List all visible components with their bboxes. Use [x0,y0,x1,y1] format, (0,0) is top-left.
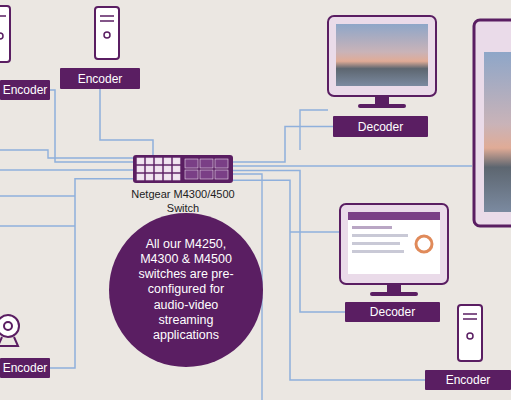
switch-ports [133,155,233,183]
webcam-body [0,315,19,337]
switch-port [164,158,171,164]
switch-port [155,174,162,180]
box-label: Decoder [370,305,415,319]
decoder-box: Decoder [333,116,428,137]
switch-caption: Netgear M4300/4500 Switch [121,188,245,216]
tower-case [95,7,119,59]
monitor-screen [336,24,428,86]
dashboard-gauge [416,236,432,252]
box-label: Encoder [78,72,123,86]
switch-port [137,174,144,180]
tower-slot [0,15,6,17]
switch-port [137,166,144,172]
info-text: All our M4250, M4300 & M4500 switches ar… [129,237,243,344]
box-label: Decoder [358,120,403,134]
monitor [340,204,448,296]
dashboard-line [352,234,408,237]
monitor [328,16,436,108]
switch-port [155,166,162,172]
webcam-lens [4,322,12,330]
computer-tower [458,305,482,361]
tower-button [104,32,110,38]
tower-button [0,33,3,39]
switch-port [137,158,144,164]
computer-tower [0,6,10,62]
tower-case [458,305,482,361]
network-cable [100,89,153,155]
dashboard-line [352,226,392,229]
encoder-box: Encoder [60,68,140,89]
tower-button [467,333,473,339]
wire [0,169,133,170]
monitor-neck [387,284,401,293]
tower-slot [100,15,114,17]
box-label: Encoder [446,373,491,387]
monitor-screen [348,212,440,274]
dashboard-line [352,242,400,245]
switch-port [215,170,228,179]
switch-port [164,166,171,172]
switch-port [146,166,153,172]
switch-port [185,159,198,168]
display-screen [484,52,511,212]
encoder-box: Encoder [0,80,50,100]
tower-slot [463,318,477,320]
decoder-box: Decoder [345,302,440,322]
webcam-stand [0,337,18,346]
encoder-box: Encoder [0,358,50,378]
tower-case [0,6,10,62]
network-cable [233,127,333,163]
encoder-box: Encoder [425,370,511,390]
info-circle: All our M4250, M4300 & M4500 switches ar… [109,213,263,367]
switch-port [173,166,180,172]
extra-wires [0,110,472,400]
switch-port [146,158,153,164]
dashboard-header [348,212,440,220]
switch-port [215,159,228,168]
switch-port [155,158,162,164]
wire [0,195,75,196]
box-label: Encoder [3,83,48,97]
wire [290,231,340,232]
wire [300,110,328,150]
tower-slot [463,313,477,315]
dashboard-line [352,250,404,253]
wire [0,225,75,226]
monitor-neck [375,96,389,105]
computer-tower [95,7,119,59]
network-cable [50,90,133,162]
box-label: Encoder [3,361,48,375]
wire [0,150,133,158]
switch-port [200,159,213,168]
large-display [474,20,511,226]
switch-port [200,170,213,179]
switch-port [185,170,198,179]
webcam [0,315,19,346]
display-frame [474,20,511,226]
monitor-base [358,104,406,108]
switch-port [164,174,171,180]
monitor-frame [340,204,448,284]
tower-slot [100,20,114,22]
switch-port [173,158,180,164]
network-switch: Netgear M4300/4500 Switch [133,155,233,183]
switch-port [173,174,180,180]
switch-port [146,174,153,180]
wire [233,165,472,166]
monitor-base [370,292,418,296]
monitor-frame [328,16,436,96]
